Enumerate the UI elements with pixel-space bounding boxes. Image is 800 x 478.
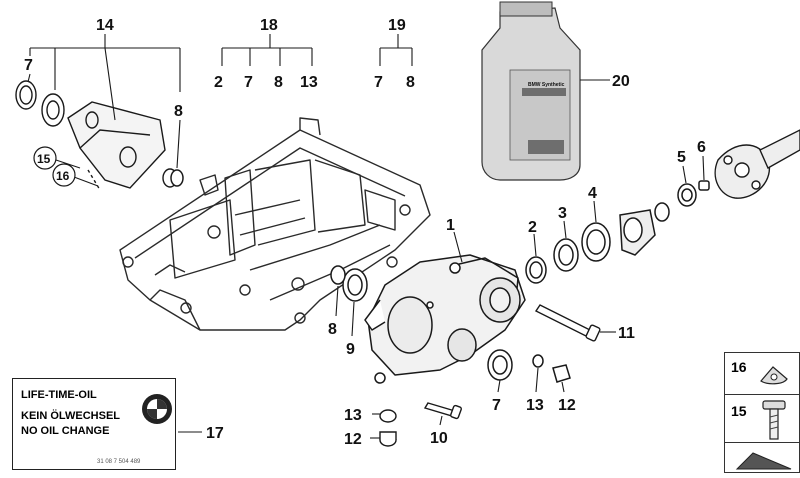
label-line-2: KEIN ÖLWECHSEL (21, 410, 121, 422)
bolt-icon (762, 400, 786, 440)
leader-lines (27, 34, 705, 439)
callout-12: 12 (558, 397, 576, 414)
oil-pan-housing (119, 117, 431, 331)
callout-17: 17 (206, 425, 224, 442)
callout-18-2: 2 (214, 74, 223, 91)
side-number-15: 15 (731, 403, 747, 419)
callout-5: 5 (677, 149, 686, 166)
callout-10: 10 (430, 430, 448, 447)
callout-14: 14 (96, 17, 114, 34)
bmw-logo-icon (142, 394, 172, 424)
callout-18-13: 13 (300, 74, 318, 91)
callout-7-top: 7 (24, 57, 33, 74)
callout-18-8: 8 (274, 74, 283, 91)
callout-20: 20 (612, 73, 630, 90)
callout-numbers: 14 18 19 20 7 8 2 7 8 13 7 8 1 2 3 4 5 6… (24, 17, 706, 448)
callout-7: 7 (492, 397, 501, 414)
callout-8: 8 (328, 321, 337, 338)
bottle-brand-text: BMW Synthetic (528, 82, 565, 88)
side-parts-panel: 16 15 (724, 352, 800, 473)
front-differential (364, 254, 526, 384)
callout-1: 1 (446, 217, 455, 234)
callout-9: 9 (346, 341, 355, 358)
callout-2: 2 (528, 219, 537, 236)
callout-4: 4 (588, 185, 597, 202)
callout-13-bottom: 13 (344, 407, 362, 424)
callout-18: 18 (260, 17, 278, 34)
callout-18-7: 7 (244, 74, 253, 91)
wedge-icon (735, 452, 792, 470)
seal-rings (170, 169, 710, 383)
callout-19-8: 8 (406, 74, 415, 91)
oil-bottle (481, 1, 581, 181)
label-line-3: NO OIL CHANGE (21, 425, 110, 437)
circled-callouts: 15 16 (33, 146, 76, 187)
flex-disc-driveshaft (714, 129, 800, 199)
callout-15: 15 (37, 152, 51, 166)
callout-13: 13 (526, 397, 544, 414)
callout-6: 6 (697, 139, 706, 156)
callout-11: 11 (618, 325, 635, 342)
side-cell-15: 15 (725, 395, 800, 443)
callout-8-top: 8 (174, 103, 183, 120)
callout-3: 3 (558, 205, 567, 222)
side-cell-16: 16 (725, 353, 800, 395)
label-part-number: 31 08 7 504 489 (97, 459, 141, 465)
callout-19-7: 7 (374, 74, 383, 91)
bolts (379, 304, 601, 447)
oil-label-sticker: LIFE-TIME-OIL KEIN ÖLWECHSEL NO OIL CHAN… (12, 378, 176, 470)
output-flange-housing (15, 80, 178, 191)
callout-12-bottom: 12 (344, 431, 362, 448)
side-cell-bottom (725, 443, 800, 474)
side-number-16: 16 (731, 359, 747, 375)
clip-icon (760, 366, 788, 385)
callout-19: 19 (388, 17, 406, 34)
label-line-1: LIFE-TIME-OIL (21, 389, 97, 401)
callout-16: 16 (56, 169, 70, 183)
